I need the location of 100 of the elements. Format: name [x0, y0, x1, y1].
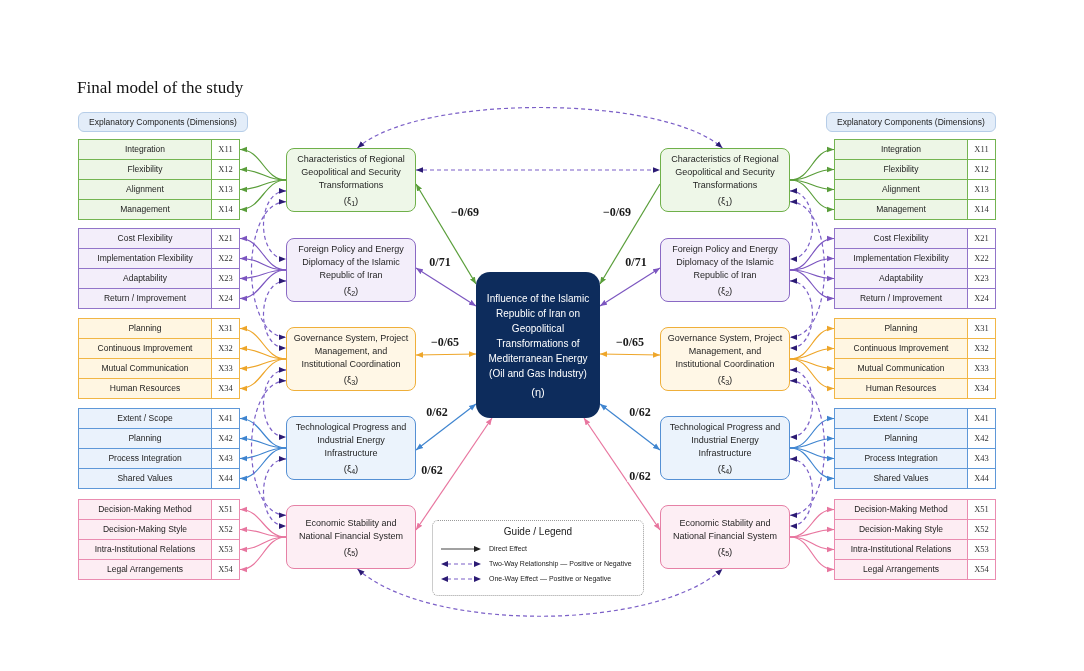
arrow — [599, 403, 661, 451]
indicator-code: X53 — [967, 540, 995, 559]
indicator-name: Alignment — [126, 185, 164, 194]
latent-box — [660, 327, 790, 391]
indicator-code: X12 — [967, 160, 995, 179]
indicator-code: X43 — [967, 449, 995, 468]
header-box — [826, 112, 996, 132]
indicator-code: X31 — [967, 319, 995, 338]
arrow — [789, 447, 835, 481]
edge-label: 0/71 — [427, 256, 453, 268]
arrow — [239, 536, 287, 552]
arrow — [239, 536, 287, 572]
arrow — [789, 179, 835, 193]
latent-box — [660, 416, 790, 480]
indicator-row — [78, 338, 240, 359]
latent-title: Characteristics of Regional Geopolitical and Security Transformations — [296, 153, 406, 192]
indicator-name: Planning — [128, 324, 162, 333]
arrow — [239, 167, 287, 181]
latent-title: Foreign Policy and Energy Diplomacy of the Islamic Republic of Iran — [297, 243, 405, 282]
indicator-row — [834, 499, 996, 520]
arrow — [789, 526, 835, 538]
latent-symbol: (ξ$_{1}$) — [343, 194, 359, 207]
indicator-row — [78, 499, 240, 520]
indicator-row — [834, 199, 996, 220]
arrow — [239, 358, 287, 372]
indicator-code: X31 — [211, 319, 239, 338]
arrow — [789, 269, 835, 282]
indicator-row — [834, 559, 996, 580]
indicator-code: X13 — [211, 180, 239, 199]
indicator-row — [78, 559, 240, 580]
latent-box — [286, 327, 416, 391]
indicator-row — [78, 468, 240, 489]
indicator-row — [834, 539, 996, 560]
indicator-row — [834, 519, 996, 540]
indicator-code: X52 — [211, 520, 239, 539]
indicator-code: X43 — [211, 449, 239, 468]
indicator-name: Legal Arrangements — [106, 565, 184, 574]
indicator-name: Planning — [128, 434, 162, 443]
indicator-code: X33 — [967, 359, 995, 378]
arrow — [599, 267, 661, 307]
latent-title: Governance System, Project Management, and Institutional Coordination — [667, 332, 783, 371]
latent-box — [660, 238, 790, 302]
indicator-code: X42 — [967, 429, 995, 448]
indicator-code: X21 — [211, 229, 239, 248]
edge-label: −0/69 — [448, 206, 482, 218]
header-text: Explanatory Components (Dimensions) — [837, 117, 985, 127]
indicator-row — [834, 288, 996, 309]
arrow — [239, 447, 287, 481]
edge-label: 0/62 — [419, 464, 445, 476]
arrow — [789, 435, 835, 449]
arrow — [789, 179, 835, 212]
indicator-row — [834, 358, 996, 379]
dashed-arrow — [415, 167, 661, 173]
arrow — [239, 526, 287, 538]
indicator-row — [834, 159, 996, 180]
indicator-row — [78, 179, 240, 200]
indicator-name: Return / Improvement — [859, 294, 943, 303]
latent-title: Foreign Policy and Energy Diplomacy of the Islamic Republic of Iran — [671, 243, 779, 282]
indicator-code: X14 — [211, 200, 239, 219]
arrow — [415, 183, 477, 285]
indicator-code: X51 — [967, 500, 995, 519]
latent-symbol: (ξ$_{4}$) — [717, 462, 733, 475]
indicator-code: X11 — [211, 140, 239, 159]
latent-symbol: (ξ$_{2}$) — [343, 284, 359, 297]
indicator-row — [834, 338, 996, 359]
indicator-name: Human Resources — [865, 384, 937, 393]
indicator-name: Implementation Flexibility — [853, 254, 949, 263]
arrow — [599, 183, 661, 285]
latent-symbol: (ξ$_{2}$) — [717, 284, 733, 297]
indicator-name: Integration — [880, 145, 922, 154]
arrow — [415, 403, 477, 451]
edge-label: −0/69 — [600, 206, 634, 218]
indicator-name: Implementation Flexibility — [97, 254, 193, 263]
indicator-name: Planning — [884, 324, 918, 333]
arrow — [239, 269, 287, 301]
indicator-name: Management — [876, 205, 926, 214]
dashed-arrow — [789, 457, 814, 528]
arrow — [239, 435, 287, 449]
arrow — [789, 536, 835, 572]
indicator-row — [834, 448, 996, 469]
indicator-name: Extent / Scope — [117, 414, 173, 423]
indicator-row — [78, 519, 240, 540]
dashed-arrow — [789, 368, 814, 439]
indicator-name: Intra-Institutional Relations — [850, 545, 952, 554]
indicator-code: X23 — [967, 269, 995, 288]
arrow — [789, 447, 835, 461]
indicator-row — [834, 228, 996, 249]
indicator-code: X52 — [967, 520, 995, 539]
indicator-code: X51 — [211, 500, 239, 519]
latent-symbol: (ξ$_{4}$) — [343, 462, 359, 475]
arrow — [415, 351, 477, 358]
arrow — [239, 179, 287, 212]
indicator-code: X32 — [211, 339, 239, 358]
indicator-code: X13 — [967, 180, 995, 199]
indicator-code: X23 — [211, 269, 239, 288]
indicator-row — [78, 358, 240, 379]
latent-box — [286, 416, 416, 480]
legend-title: Guide / Legend — [503, 527, 573, 537]
edge-label: 0/62 — [627, 406, 653, 418]
indicator-row — [834, 179, 996, 200]
